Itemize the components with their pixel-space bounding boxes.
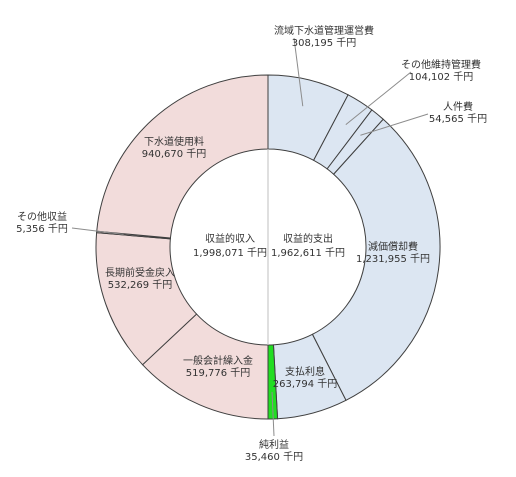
label-その他維持管理費: その他維持管理費 bbox=[401, 58, 481, 71]
leader-その他収益 bbox=[71, 227, 124, 235]
value-一般会計繰入金: 519,776 千円 bbox=[186, 367, 251, 379]
value-その他収益: 5,356 千円 bbox=[16, 223, 68, 235]
value-その他維持管理費: 104,102 千円 bbox=[409, 71, 474, 83]
label-減価償却費: 減価償却費 bbox=[368, 240, 418, 253]
center-title-revenue: 収益的収入 bbox=[205, 232, 255, 245]
label-人件費: 人件費 bbox=[443, 100, 473, 113]
center-value-revenue: 1,998,071 千円 bbox=[193, 247, 267, 259]
label-その他収益: その他収益 bbox=[17, 210, 67, 223]
label-長期前受金戻入: 長期前受金戻入 bbox=[105, 266, 175, 279]
label-一般会計繰入金: 一般会計繰入金 bbox=[183, 354, 253, 367]
donut-segments bbox=[95, 74, 441, 420]
segment-減価償却費 bbox=[311, 118, 441, 401]
center-title-expense: 収益的支出 bbox=[283, 232, 333, 245]
value-長期前受金戻入: 532,269 千円 bbox=[108, 279, 173, 291]
leader-lines bbox=[71, 37, 429, 437]
value-流域下水道管理運営費: 308,195 千円 bbox=[292, 37, 357, 49]
label-流域下水道管理運営費: 流域下水道管理運営費 bbox=[274, 24, 374, 37]
label-下水道使用料: 下水道使用料 bbox=[144, 135, 204, 148]
leader-流域下水道管理運営費 bbox=[293, 37, 304, 107]
label-純利益: 純利益 bbox=[259, 438, 289, 451]
value-下水道使用料: 940,670 千円 bbox=[142, 148, 207, 160]
center-labels: 収益的収入 1,998,071 千円 収益的支出 1,962,611 千円 bbox=[193, 149, 345, 345]
leader-人件費 bbox=[360, 113, 429, 136]
value-純利益: 35,460 千円 bbox=[245, 451, 303, 463]
segment-下水道使用料 bbox=[96, 74, 269, 239]
value-支払利息: 263,794 千円 bbox=[273, 378, 338, 390]
label-支払利息: 支払利息 bbox=[285, 365, 325, 378]
leader-純利益 bbox=[271, 391, 275, 437]
center-value-expense: 1,962,611 千円 bbox=[271, 247, 345, 259]
value-人件費: 54,565 千円 bbox=[429, 113, 487, 125]
value-減価償却費: 1,231,955 千円 bbox=[356, 253, 430, 265]
leader-その他維持管理費 bbox=[345, 71, 412, 126]
